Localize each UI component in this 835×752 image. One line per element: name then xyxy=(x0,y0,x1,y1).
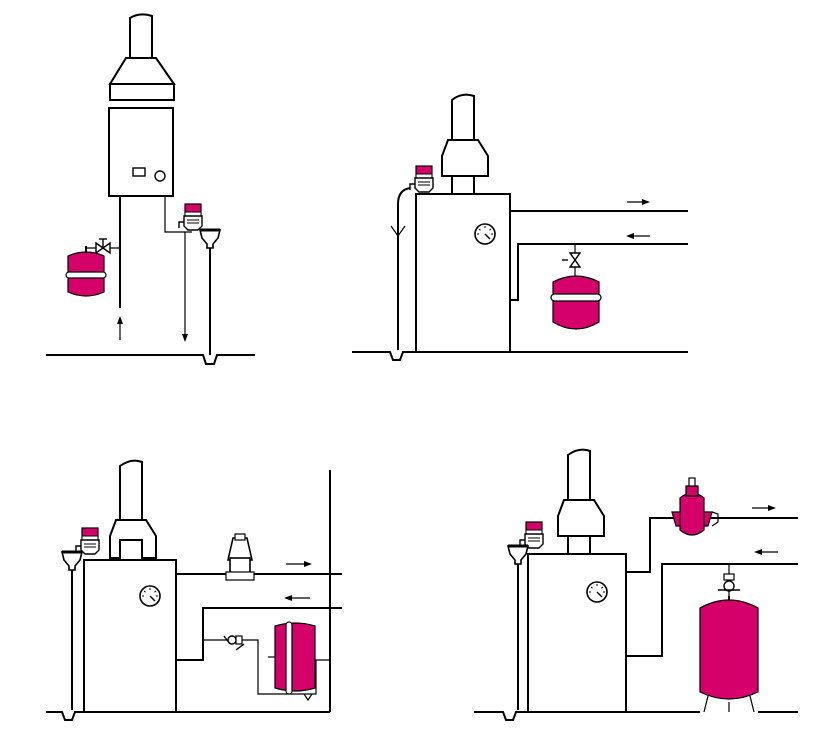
boiler-casing xyxy=(527,553,627,713)
flow-arrow-down xyxy=(182,334,188,342)
flow-arrow xyxy=(627,199,650,205)
expansion-vessel-icon xyxy=(65,245,107,297)
expansion-vessel-icon xyxy=(268,621,316,695)
boiler-casing xyxy=(415,193,511,353)
floor-line xyxy=(46,711,84,721)
diagram-floor-boiler-dirt-separator xyxy=(46,459,342,721)
flow-arrow-up xyxy=(117,316,123,340)
safety-valve-icon xyxy=(519,521,544,549)
flue-pipe xyxy=(441,93,489,195)
dirt-separator-icon xyxy=(225,533,255,581)
tundish-icon xyxy=(198,228,222,250)
large-expansion-vessel-icon xyxy=(699,596,759,713)
vessel-valve-icon xyxy=(718,573,740,592)
flow-arrow xyxy=(286,561,312,567)
floor-line xyxy=(474,711,528,721)
return-arrow xyxy=(626,233,650,239)
flue-pipe xyxy=(557,448,605,555)
return-arrow xyxy=(284,595,310,601)
floor-line xyxy=(46,354,255,365)
boiler-casing xyxy=(83,559,177,713)
safety-valve-icon xyxy=(75,527,100,555)
return-arrow xyxy=(754,549,778,555)
flow-arrow xyxy=(752,505,776,511)
pressure-gauge-icon xyxy=(586,581,608,603)
fill-valve-icon xyxy=(223,635,245,651)
tundish-icon xyxy=(506,544,530,566)
boiler-casing xyxy=(108,107,174,197)
safety-valve-icon xyxy=(178,203,203,231)
flue-pipe xyxy=(108,13,176,101)
pressure-gauge-icon xyxy=(474,223,496,245)
safety-valve-icon xyxy=(409,165,434,193)
diagram-wall-hung-boiler xyxy=(46,13,255,365)
diagram-floor-boiler-return-vessel xyxy=(352,93,688,361)
diagram-floor-boiler-air-separator xyxy=(474,448,798,721)
isolating-valve-icon xyxy=(95,238,111,254)
air-separator-icon xyxy=(671,477,719,536)
isolating-valve-icon xyxy=(568,252,582,268)
expansion-vessel-icon xyxy=(550,275,602,330)
floor-line xyxy=(352,351,415,361)
tundish-icon xyxy=(60,550,84,572)
flue-pipe xyxy=(109,459,157,561)
pressure-gauge-icon xyxy=(139,585,161,607)
